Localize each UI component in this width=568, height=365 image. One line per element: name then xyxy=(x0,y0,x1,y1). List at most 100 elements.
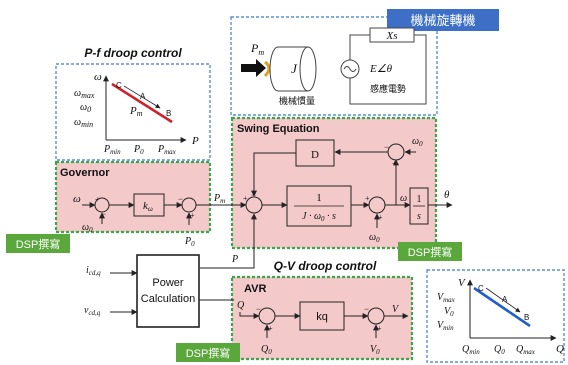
avr-block: AVR Q − + Q0 kq − + V0 V xyxy=(237,283,409,356)
svg-text:s: s xyxy=(417,211,421,222)
svg-text:1: 1 xyxy=(316,192,322,204)
svg-text:1: 1 xyxy=(417,194,422,205)
svg-text:ω: ω xyxy=(73,193,81,205)
svg-text:Pmax: Pmax xyxy=(157,144,177,156)
svg-text:Pmin: Pmin xyxy=(103,144,121,156)
svg-text:Qmin: Qmin xyxy=(462,344,480,356)
governor-region xyxy=(56,162,210,232)
svg-text:θ: θ xyxy=(444,189,450,201)
svg-text:ω0: ω0 xyxy=(80,102,91,114)
svg-text:−: − xyxy=(364,304,369,314)
svg-text:V: V xyxy=(458,277,466,289)
svg-text:kq: kq xyxy=(316,311,328,323)
svg-text:ω0: ω0 xyxy=(82,222,93,234)
emf-label: E∠θ xyxy=(369,63,393,75)
qv-chart-title: Q-V droop control xyxy=(274,259,377,273)
svg-text:ω: ω xyxy=(94,71,102,83)
svg-text:B: B xyxy=(524,313,529,322)
shaft-arrow-icon xyxy=(241,59,266,77)
machine-badge xyxy=(387,9,499,31)
svg-text:V: V xyxy=(392,304,400,315)
svg-text:−: − xyxy=(256,304,261,314)
qv-droop-line xyxy=(473,286,531,328)
svg-text:Pm: Pm xyxy=(250,41,264,57)
svg-text:C: C xyxy=(478,284,484,293)
svg-text:+: + xyxy=(243,194,248,203)
svg-text:+: + xyxy=(190,211,195,220)
governor-block: Governor ω + − ω0 kω − + P0 Pm xyxy=(60,167,247,248)
emf-caption: 感應電勢 xyxy=(370,83,406,94)
svg-text:ωmin: ωmin xyxy=(74,117,93,129)
swing-block: Swing Equation + − − 1 J · ω0 · s + + ω0… xyxy=(237,123,453,244)
svg-text:Power: Power xyxy=(152,277,184,289)
avr-border xyxy=(230,275,414,361)
svg-text:Calculation: Calculation xyxy=(141,293,195,305)
machine-border xyxy=(230,16,438,116)
swing-border xyxy=(230,116,438,250)
dsp-badge-avr xyxy=(176,343,240,362)
svg-text:Pm: Pm xyxy=(129,105,143,118)
avr-title: AVR xyxy=(244,283,266,295)
svg-text:Vmax: Vmax xyxy=(437,292,456,304)
pf-chart: P-f droop control ω P ωmax ω0 ωmin Pmin … xyxy=(74,46,199,156)
avr-gain-box xyxy=(299,301,345,331)
qv-chart: V Q Vmax V0 Vmin Qmin Q0 Qmax C A B xyxy=(437,277,564,356)
svg-text:+: + xyxy=(95,195,100,204)
svg-text:Qmax: Qmax xyxy=(516,344,536,356)
svg-text:Q: Q xyxy=(556,343,564,355)
dsp-badge-governor xyxy=(6,234,70,253)
svg-text:+: + xyxy=(392,159,397,168)
svg-text:vcd,q: vcd,q xyxy=(84,305,101,317)
svg-text:+: + xyxy=(268,324,273,333)
svg-text:D: D xyxy=(311,149,319,161)
svg-text:Q0: Q0 xyxy=(494,344,505,356)
governor-title: Governor xyxy=(60,167,110,179)
svg-text:P0: P0 xyxy=(133,144,144,156)
power-calc-box xyxy=(136,254,200,328)
svg-text:J: J xyxy=(291,61,298,76)
swing-region xyxy=(232,118,436,248)
svg-text:ωmax: ωmax xyxy=(74,88,95,100)
swing-sum-3 xyxy=(387,143,405,161)
svg-text:P: P xyxy=(191,135,199,147)
dsp-badge-swing xyxy=(398,242,462,261)
avr-sum-2 xyxy=(367,307,385,325)
rotor-back-icon xyxy=(299,46,317,92)
svg-text:+: + xyxy=(378,213,383,222)
governor-sum-2 xyxy=(181,197,197,213)
svg-text:Pm: Pm xyxy=(213,193,225,205)
svg-text:V0: V0 xyxy=(444,306,454,318)
svg-text:P0: P0 xyxy=(184,236,195,248)
svg-text:B: B xyxy=(166,109,171,118)
power-calc-block: Power Calculation icd,q vcd,q xyxy=(84,254,234,328)
svg-text:DSP撰寫: DSP撰寫 xyxy=(186,346,231,360)
svg-text:kω: kω xyxy=(143,200,153,213)
swing-title: Swing Equation xyxy=(237,123,320,135)
avr-sum-1 xyxy=(258,307,276,325)
machine-badge-text: 機械旋轉機 xyxy=(410,13,475,28)
svg-text:Q0: Q0 xyxy=(261,344,272,356)
svg-text:Q: Q xyxy=(237,300,245,311)
svg-text:ω0: ω0 xyxy=(412,136,423,148)
svg-text:ω: ω xyxy=(400,193,407,204)
svg-text:A: A xyxy=(502,295,508,304)
svg-text:ω0: ω0 xyxy=(369,232,380,244)
svg-text:J · ω0 · s: J · ω0 · s xyxy=(302,211,336,223)
svg-text:icd,q: icd,q xyxy=(86,265,101,277)
shaft-icon xyxy=(263,60,271,78)
pf-droop-line xyxy=(111,82,173,124)
pf-chart-title: P-f droop control xyxy=(84,46,182,60)
inertia-caption: 機械慣量 xyxy=(279,95,315,106)
swing-sum-2 xyxy=(368,196,386,214)
svg-text:+: + xyxy=(365,194,370,203)
governor-border xyxy=(54,160,212,234)
svg-text:−: − xyxy=(384,142,389,152)
pf-chart-border xyxy=(55,63,211,161)
svg-text:−: − xyxy=(178,194,183,204)
qv-chart-border xyxy=(426,269,565,363)
svg-text:DSP撰寫: DSP撰寫 xyxy=(408,245,453,259)
machine-illustration: Pm J 機械慣量 Xs E∠θ 感應電勢 xyxy=(241,27,427,106)
p-feedback-line xyxy=(200,213,257,269)
svg-text:V0: V0 xyxy=(370,344,380,356)
